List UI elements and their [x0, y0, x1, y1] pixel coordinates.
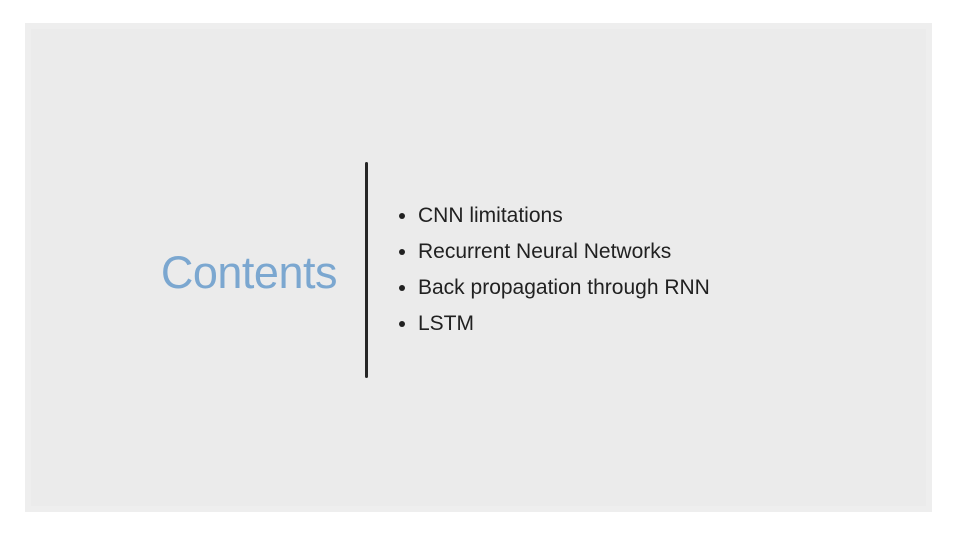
list-item: Recurrent Neural Networks [395, 234, 710, 270]
bullet-icon [399, 321, 405, 327]
bullet-text: Recurrent Neural Networks [418, 240, 672, 263]
bullet-icon [399, 249, 405, 255]
bullet-icon [399, 213, 405, 219]
bullet-text: LSTM [418, 312, 475, 335]
list-item: Back propagation through RNN [395, 270, 710, 306]
bullet-icon [399, 285, 405, 291]
bullet-text: Back propagation through RNN [418, 276, 710, 299]
bullet-text: CNN limitations [418, 204, 563, 227]
list-item: LSTM [395, 306, 710, 342]
list-item: CNN limitations [395, 198, 710, 234]
presentation-slide: Contents CNN limitations Recurrent Neura… [25, 23, 932, 512]
vertical-divider [365, 162, 368, 378]
contents-list: CNN limitations Recurrent Neural Network… [395, 198, 710, 342]
slide-title: Contents [160, 247, 338, 298]
